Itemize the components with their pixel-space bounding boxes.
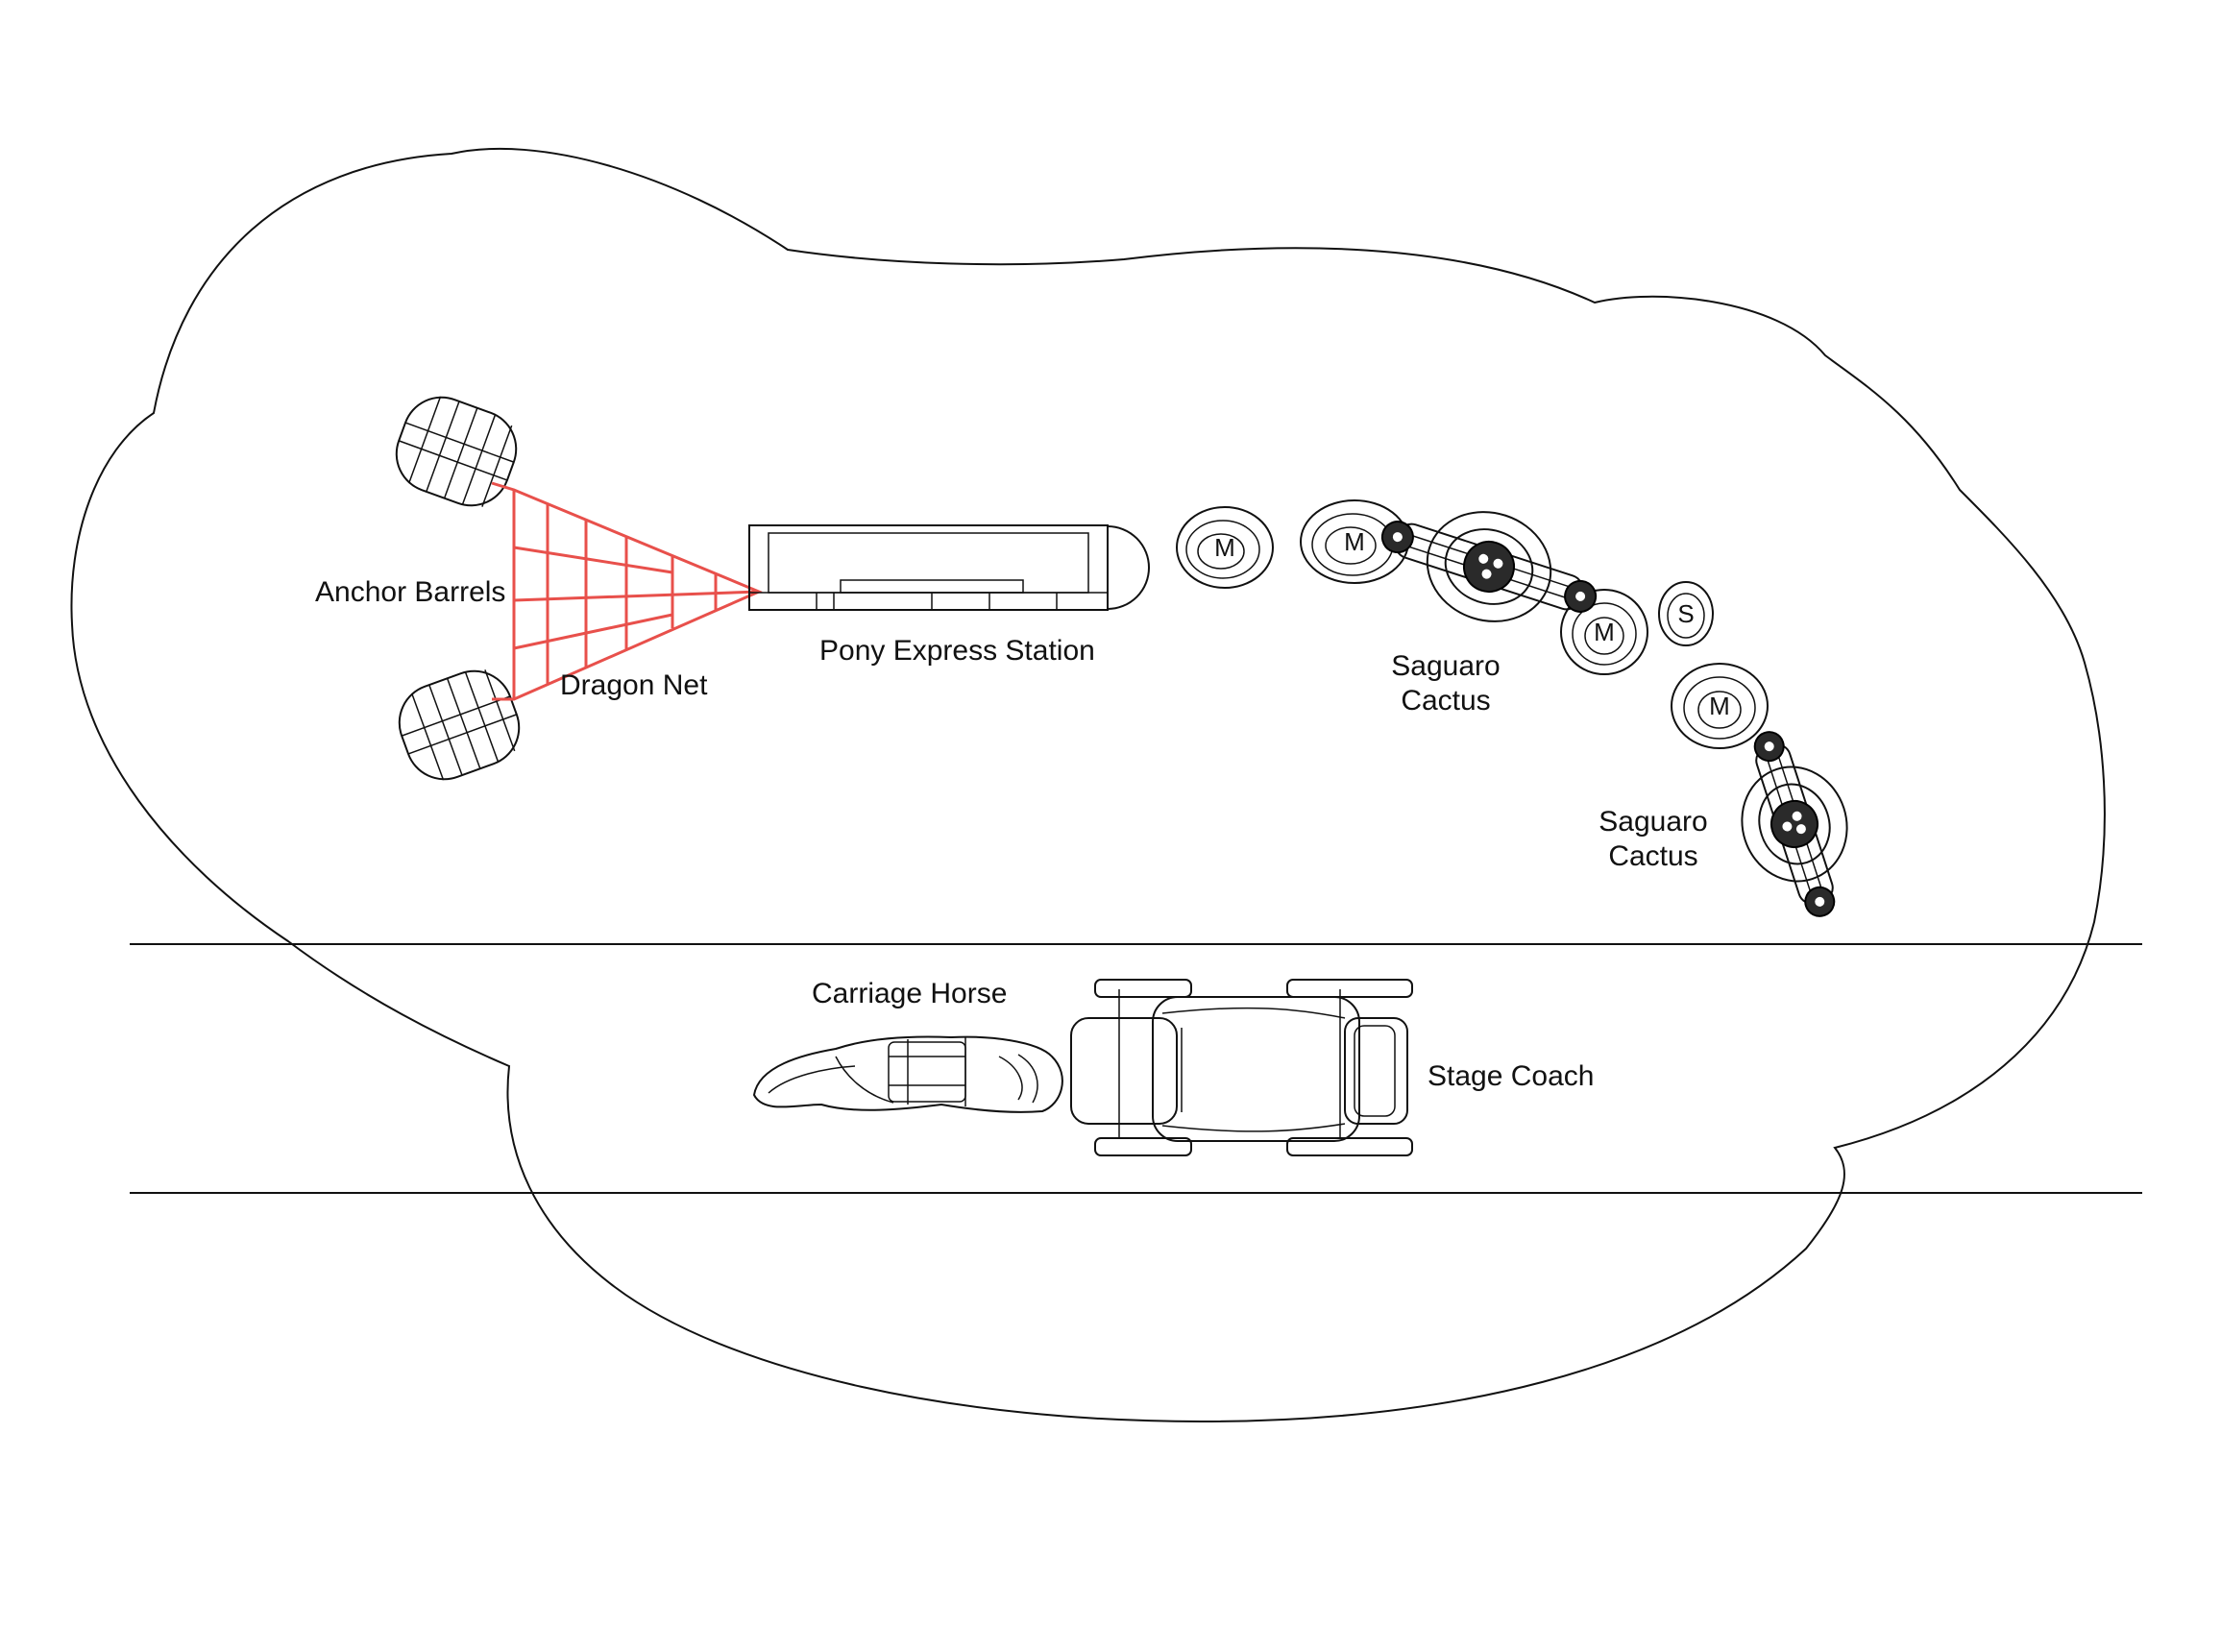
- playing-area-outline: [70, 147, 2106, 1423]
- anchor-barrel-top: [395, 396, 518, 507]
- stage-coach: [1070, 979, 1413, 1156]
- rock-marker: M: [1344, 527, 1365, 556]
- rock-m-1: M: [1176, 506, 1274, 589]
- label-saguaro-cactus-2-line1: Saguaro: [1599, 806, 1707, 838]
- dragon-net: [491, 481, 763, 701]
- anchor-barrel-bottom: [398, 669, 521, 781]
- rock-m-3: M: [1560, 589, 1648, 675]
- label-carriage-horse: Carriage Horse: [812, 978, 1007, 1009]
- rock-s-1: S: [1658, 581, 1714, 646]
- rock-marker: S: [1677, 599, 1694, 628]
- label-pony-express-station: Pony Express Station: [819, 635, 1095, 667]
- rock-marker: M: [1214, 533, 1235, 562]
- saguaro-cactus-1: [1380, 511, 1598, 622]
- rock-marker: M: [1594, 618, 1615, 646]
- carriage-horse: [752, 1035, 1063, 1113]
- label-saguaro-cactus-2-line2: Cactus: [1608, 840, 1697, 872]
- label-anchor-barrels: Anchor Barrels: [315, 576, 505, 608]
- label-dragon-net: Dragon Net: [560, 669, 708, 701]
- label-saguaro-cactus-1-line2: Cactus: [1401, 685, 1490, 717]
- label-saguaro-cactus-1-line1: Saguaro: [1391, 650, 1500, 682]
- label-stage-coach: Stage Coach: [1428, 1060, 1594, 1092]
- pony-express-station: [748, 524, 1150, 611]
- rock-m-4: M: [1671, 663, 1769, 749]
- saguaro-cactus-2: [1741, 731, 1848, 917]
- rock-marker: M: [1709, 692, 1730, 720]
